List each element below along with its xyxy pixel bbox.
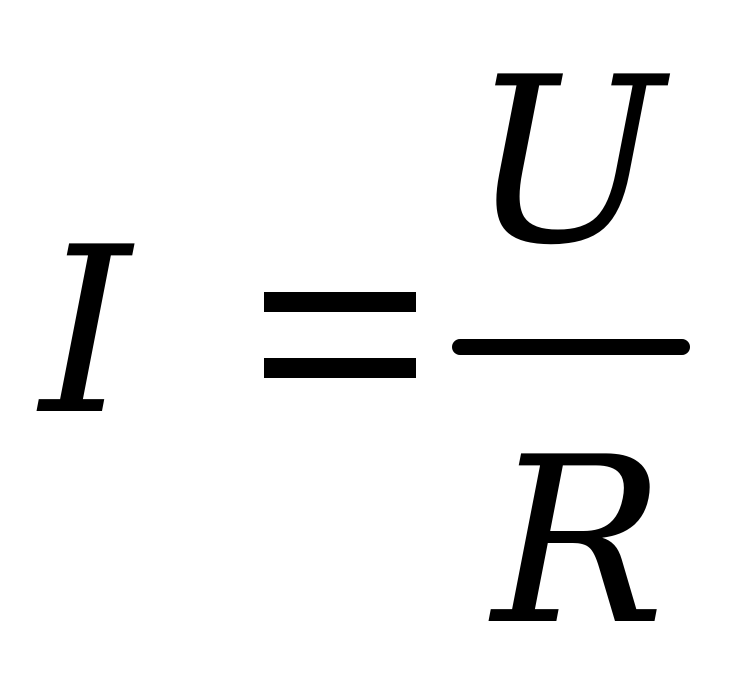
equals-bar-bottom	[264, 358, 416, 378]
resistance-symbol: R	[492, 409, 666, 676]
current-symbol: I	[40, 199, 131, 466]
voltage-symbol: U	[470, 29, 664, 296]
fraction-bar	[452, 339, 690, 355]
equals-bar-top	[264, 292, 416, 312]
